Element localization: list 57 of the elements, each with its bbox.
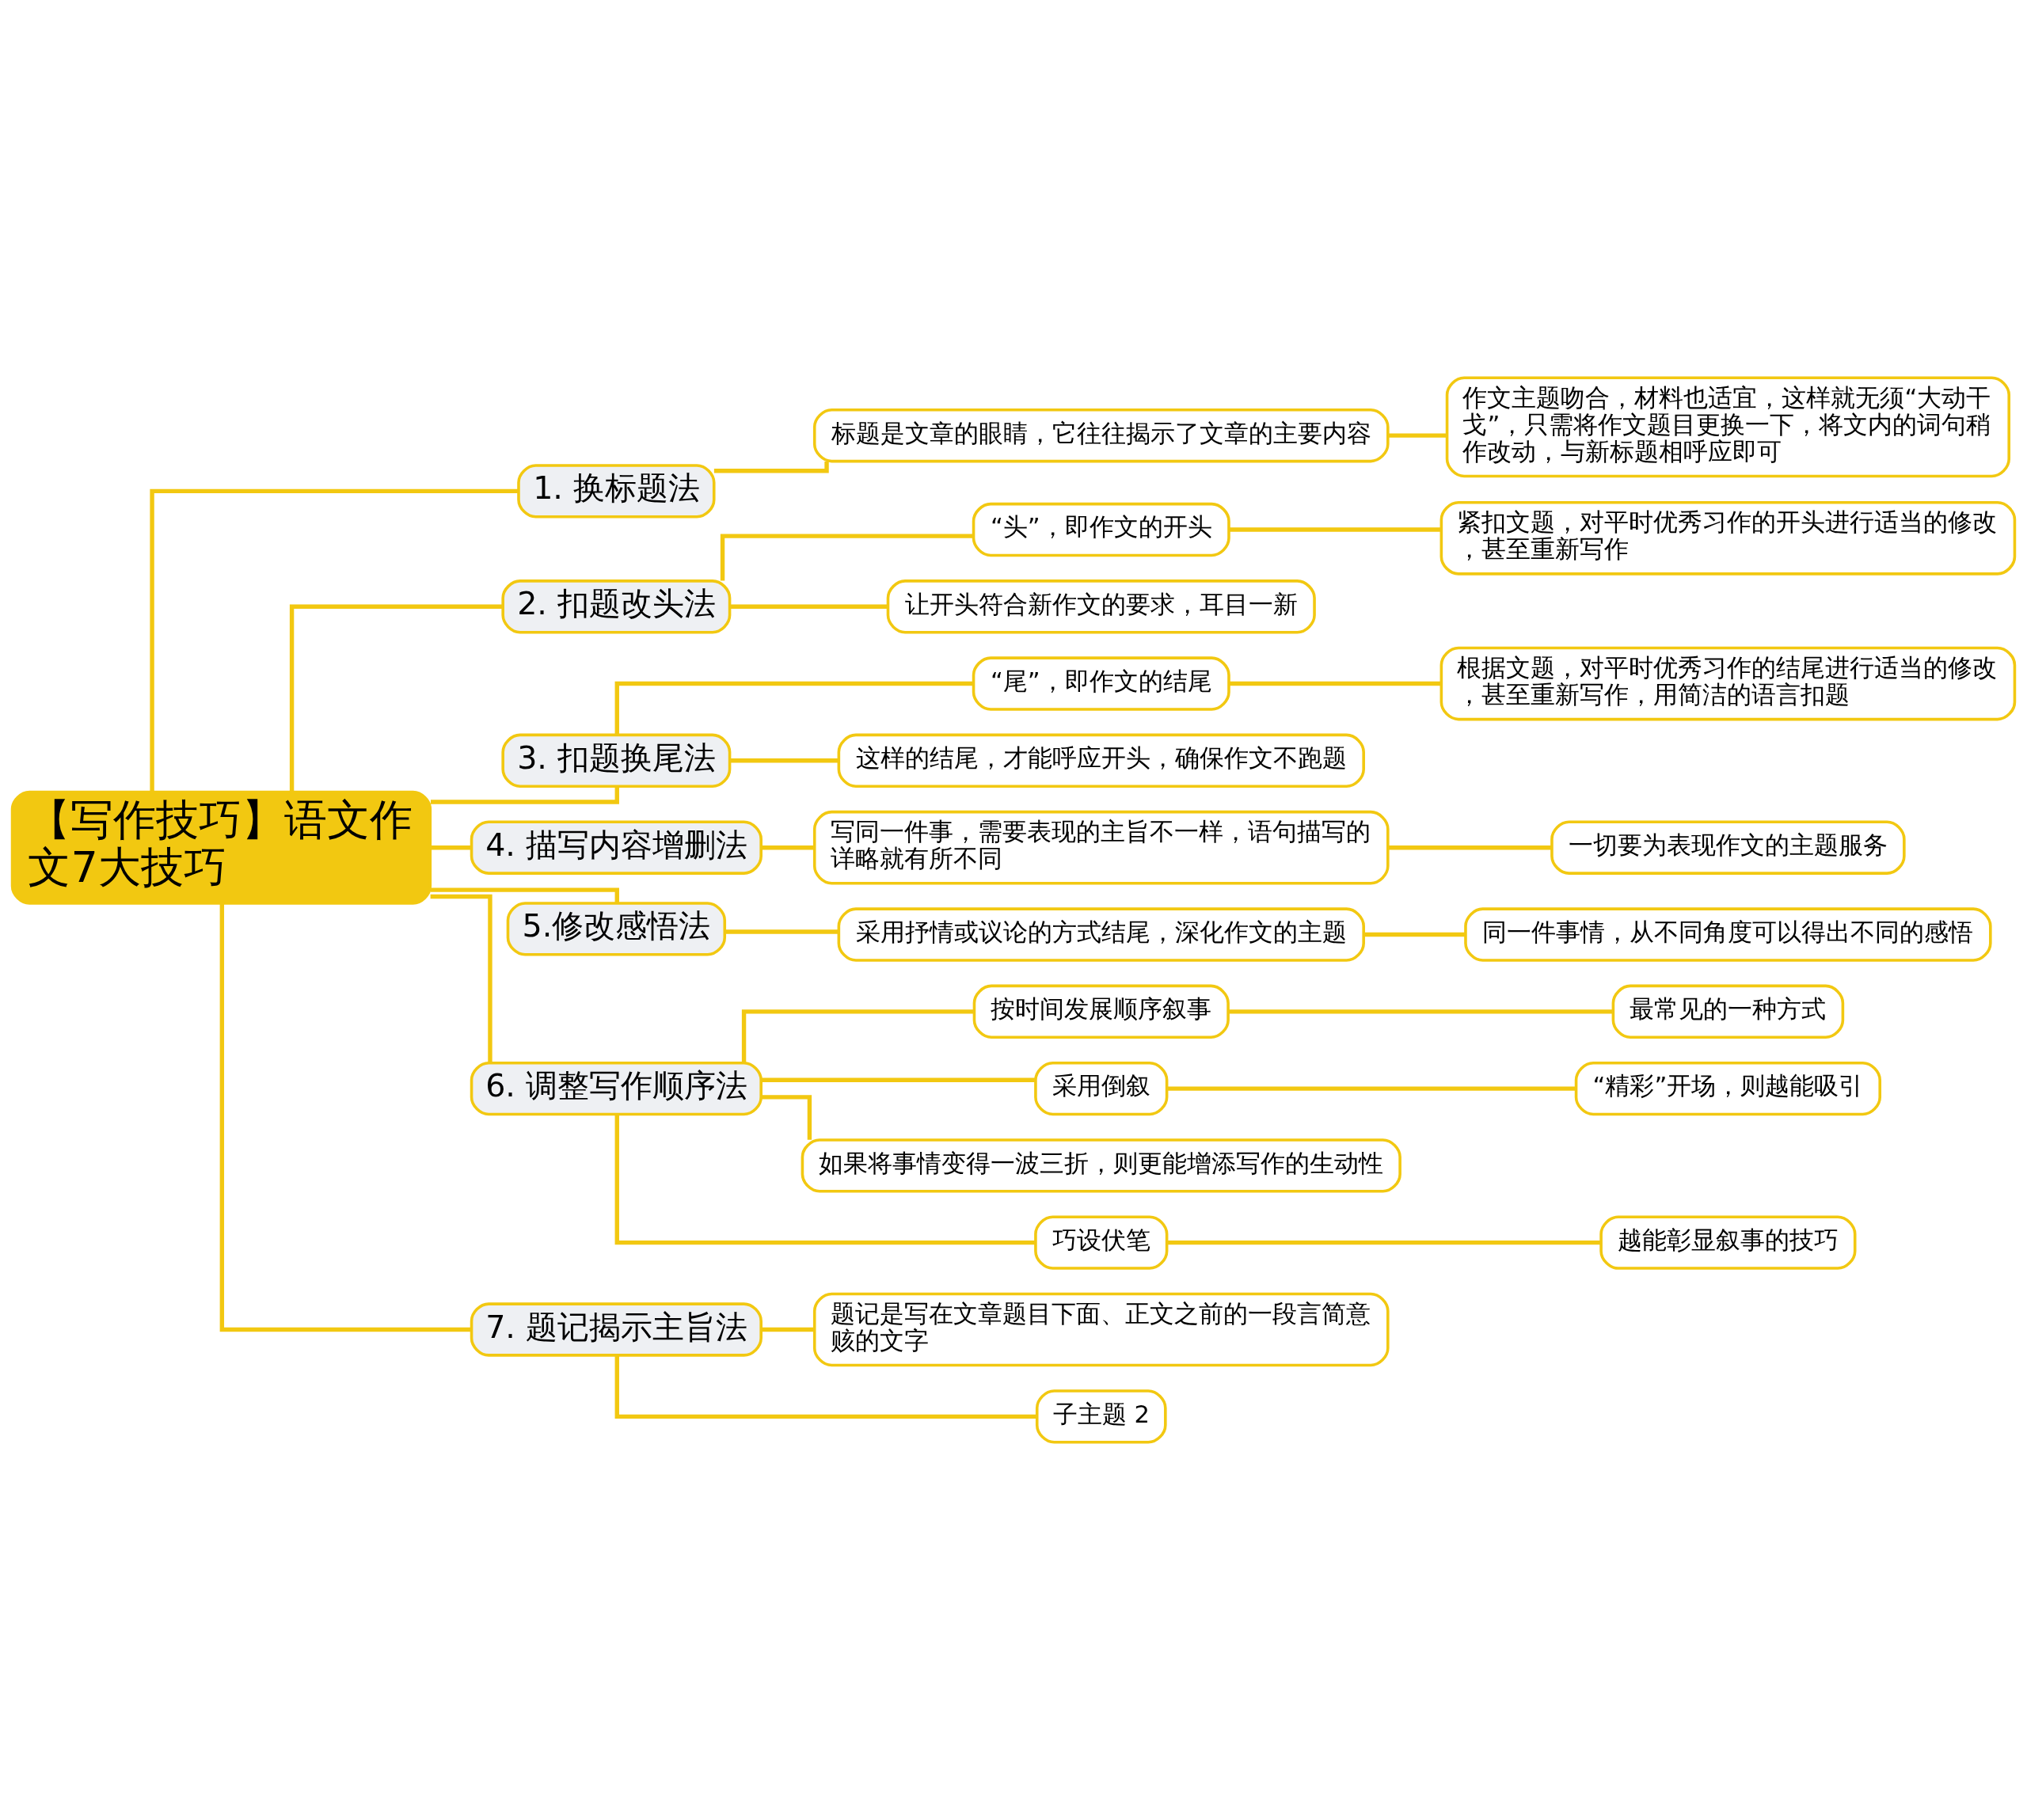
connector [761, 1077, 1036, 1082]
node-box: 题记是写在文章题目下面、正文之前的一段言简意赅的文字 [812, 1292, 1390, 1367]
node-box: 最常见的一种方式 [1611, 984, 1845, 1039]
node-box: 标题是文章的眼睛，它往往揭示了文章的主要内容 [812, 408, 1390, 463]
connector [1388, 845, 1552, 850]
node-box: 7. 题记揭示主旨法 [470, 1302, 763, 1357]
connector [614, 1355, 1037, 1419]
connector [1229, 681, 1441, 686]
connector [614, 681, 974, 735]
node-box: “尾”，即作文的结尾 [972, 656, 1230, 711]
connector [150, 488, 519, 792]
node-box: 2. 扣题改头法 [501, 579, 732, 634]
node-box: 让开头符合新作文的要求，耳目一新 [886, 579, 1316, 634]
node-box: 写同一件事，需要表现的主旨不一样，语句描写的详略就有所不同 [812, 810, 1390, 885]
node-box: 【写作技巧】语文作文7大技巧 [10, 790, 432, 905]
node-box: 紧扣文题，对平时优秀习作的开头进行适当的修改，甚至重新写作 [1439, 501, 2017, 576]
connector [741, 1009, 975, 1063]
connector [713, 462, 829, 473]
connector [761, 1327, 815, 1332]
connector [729, 758, 839, 763]
connector [724, 929, 839, 934]
node-box: “精彩”开场，则越能吸引 [1574, 1061, 1881, 1116]
connector [1363, 932, 1466, 937]
connector [289, 604, 504, 792]
node-box: 同一件事情，从不同角度可以得出不同的感悟 [1464, 907, 1992, 962]
connector [430, 894, 492, 1063]
node-box: 6. 调整写作顺序法 [470, 1061, 763, 1116]
node-box: 巧设伏笔 [1034, 1215, 1169, 1270]
connector [614, 1115, 1036, 1245]
connector [1228, 1009, 1614, 1014]
connector [219, 903, 472, 1332]
node-box: 一切要为表现作文的主题服务 [1550, 820, 1906, 875]
node-box: 采用抒情或议论的方式结尾，深化作文的主题 [837, 907, 1365, 962]
node-box: 5.修改感悟法 [506, 902, 727, 956]
connector [1229, 527, 1441, 532]
node-box: 1. 换标题法 [517, 464, 716, 519]
node-box: “头”，即作文的开头 [972, 502, 1230, 557]
connector [720, 534, 974, 581]
connector [1388, 433, 1447, 438]
connector [729, 604, 888, 609]
node-box: 子主题 2 [1035, 1389, 1167, 1444]
node-box: 如果将事情变得一波三折，则更能增添写作的生动性 [801, 1138, 1401, 1193]
node-box: 这样的结尾，才能呼应开头，确保作文不跑题 [837, 733, 1365, 788]
node-box: 按时间发展顺序叙事 [972, 984, 1230, 1039]
connector [431, 786, 619, 804]
connector [761, 845, 815, 850]
node-box: 采用倒叙 [1034, 1061, 1169, 1116]
node-box: 越能彰显叙事的技巧 [1599, 1215, 1857, 1270]
connector [1167, 1086, 1576, 1091]
node-box: 作文主题吻合，材料也适宜，这样就无须“大动干戈”，只需将作文题目更换一下，将文内的词句稍作改动，与新标题相呼应即可 [1445, 376, 2011, 478]
node-box: 4. 描写内容增删法 [470, 820, 763, 875]
connector [1167, 1240, 1601, 1245]
node-box: 3. 扣题换尾法 [501, 733, 732, 788]
connector [430, 845, 472, 850]
connector [761, 1095, 812, 1140]
node-box: 根据文题，对平时优秀习作的结尾进行适当的修改，甚至重新写作，用简洁的语言扣题 [1439, 646, 2017, 721]
connector [431, 887, 619, 903]
